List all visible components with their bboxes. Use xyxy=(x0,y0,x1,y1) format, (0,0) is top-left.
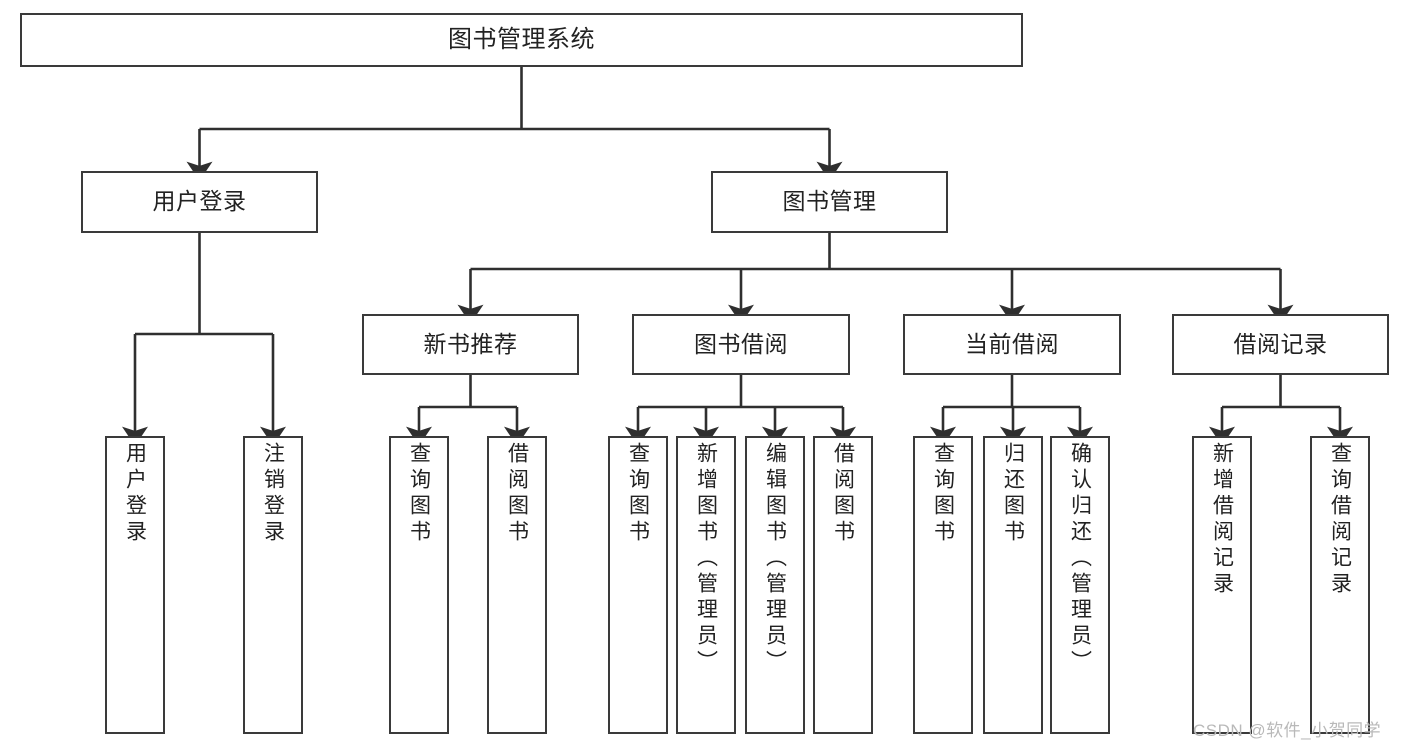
node-label-leaf-user-logout: 注销登录 xyxy=(261,442,285,546)
node-borrow[interactable]: 图书借阅 xyxy=(632,314,850,375)
connector-paths xyxy=(122,67,1353,446)
node-current[interactable]: 当前借阅 xyxy=(903,314,1121,375)
node-leaf-cur-return[interactable]: 归还图书 xyxy=(983,436,1043,734)
node-records[interactable]: 借阅记录 xyxy=(1172,314,1389,375)
node-bookmgmt[interactable]: 图书管理 xyxy=(711,171,948,233)
node-leaf-new-query[interactable]: 查询图书 xyxy=(389,436,449,734)
node-label-leaf-rec-add: 新增借阅记录 xyxy=(1210,442,1234,598)
node-label-leaf-borrow-add: 新增图书（管理员） xyxy=(694,442,718,676)
node-label-login: 用户登录 xyxy=(152,188,247,215)
node-label-root: 图书管理系统 xyxy=(448,25,595,53)
node-label-leaf-user-login: 用户登录 xyxy=(123,442,147,546)
node-label-current: 当前借阅 xyxy=(965,330,1059,357)
node-leaf-new-borrow[interactable]: 借阅图书 xyxy=(487,436,547,734)
node-label-leaf-cur-confirm: 确认归还（管理员） xyxy=(1068,442,1092,676)
node-leaf-borrow-edit[interactable]: 编辑图书（管理员） xyxy=(745,436,805,734)
node-label-bookmgmt: 图书管理 xyxy=(782,188,877,215)
node-leaf-user-logout[interactable]: 注销登录 xyxy=(243,436,303,734)
node-leaf-cur-confirm[interactable]: 确认归还（管理员） xyxy=(1050,436,1110,734)
node-leaf-borrow-lend[interactable]: 借阅图书 xyxy=(813,436,873,734)
node-leaf-rec-add[interactable]: 新增借阅记录 xyxy=(1192,436,1252,734)
node-label-leaf-rec-query: 查询借阅记录 xyxy=(1328,442,1352,598)
node-leaf-user-login[interactable]: 用户登录 xyxy=(105,436,165,734)
node-label-leaf-borrow-lend: 借阅图书 xyxy=(831,442,855,546)
node-newbook[interactable]: 新书推荐 xyxy=(362,314,579,375)
node-label-leaf-new-borrow: 借阅图书 xyxy=(505,442,529,546)
node-leaf-borrow-add[interactable]: 新增图书（管理员） xyxy=(676,436,736,734)
node-label-leaf-borrow-edit: 编辑图书（管理员） xyxy=(763,442,787,676)
node-login[interactable]: 用户登录 xyxy=(81,171,318,233)
node-label-leaf-cur-return: 归还图书 xyxy=(1001,442,1025,546)
node-label-leaf-cur-query: 查询图书 xyxy=(931,442,955,546)
node-label-records: 借阅记录 xyxy=(1233,330,1328,357)
node-leaf-rec-query[interactable]: 查询借阅记录 xyxy=(1310,436,1370,734)
node-label-borrow: 图书借阅 xyxy=(694,330,788,357)
node-label-leaf-borrow-query: 查询图书 xyxy=(626,442,650,546)
node-leaf-borrow-query[interactable]: 查询图书 xyxy=(608,436,668,734)
node-leaf-cur-query[interactable]: 查询图书 xyxy=(913,436,973,734)
watermark-text: CSDN @软件_小贺同学 xyxy=(1193,721,1382,740)
node-label-leaf-new-query: 查询图书 xyxy=(407,442,431,546)
node-label-newbook: 新书推荐 xyxy=(423,330,518,357)
node-root[interactable]: 图书管理系统 xyxy=(20,13,1023,67)
